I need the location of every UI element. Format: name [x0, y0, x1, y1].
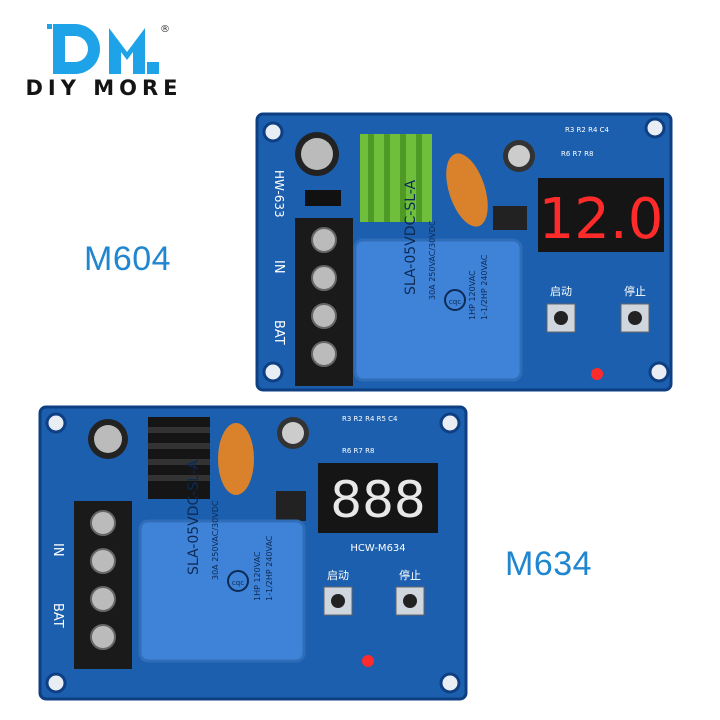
svg-text:停止: 停止 — [624, 284, 646, 298]
svg-text:30A 250VAC/30VDC: 30A 250VAC/30VDC — [428, 220, 437, 300]
model-label-m634: M634 — [505, 545, 593, 583]
svg-text:停止: 停止 — [399, 568, 421, 582]
svg-text:IN: IN — [271, 260, 286, 274]
display-value-m634: 888 — [330, 471, 425, 529]
registered-mark: ® — [160, 24, 170, 35]
svg-text:R6 R7 R8: R6 R7 R8 — [342, 447, 374, 455]
board-silk: HW-633 — [272, 170, 286, 218]
svg-text:SLA-05VDC-SL-A: SLA-05VDC-SL-A — [403, 179, 419, 295]
display-value: 12.0 — [539, 187, 664, 252]
board-silk-m634: HCW-M634 — [350, 543, 405, 554]
model-label-m604: M604 — [84, 240, 172, 278]
svg-text:R3 R2 R4 R5 C4: R3 R2 R4 R5 C4 — [342, 415, 398, 423]
board-m604: HW-633 12.0 R3 R2 R4 C4 R6 R7 R8 IN BAT … — [255, 112, 673, 392]
svg-text:1HP 120VAC: 1HP 120VAC — [253, 551, 262, 601]
svg-text:R3 R2 R4 C4: R3 R2 R4 C4 — [565, 126, 610, 134]
svg-text:cqc: cqc — [232, 579, 244, 587]
svg-text:R6 R7 R8: R6 R7 R8 — [561, 150, 593, 158]
svg-text:1HP 120VAC: 1HP 120VAC — [468, 270, 477, 320]
svg-text:BAT: BAT — [50, 603, 65, 628]
svg-text:SLA-05VDC-SL-A: SLA-05VDC-SL-A — [186, 459, 202, 575]
svg-text:cqc: cqc — [449, 298, 461, 306]
svg-text:启动: 启动 — [550, 285, 572, 298]
board-m634: 888 HCW-M634 R3 R2 R4 R5 C4 R6 R7 R8 IN … — [38, 405, 468, 701]
svg-text:30A 250VAC/30VDC: 30A 250VAC/30VDC — [211, 500, 220, 580]
svg-text:1-1/2HP 240VAC: 1-1/2HP 240VAC — [480, 254, 489, 320]
svg-text:IN: IN — [50, 543, 65, 557]
brand-name: DIY MORE — [25, 76, 183, 100]
svg-text:启动: 启动 — [327, 569, 349, 582]
diymore-logo-mark — [47, 24, 159, 74]
svg-text:BAT: BAT — [271, 320, 286, 345]
svg-text:1-1/2HP 240VAC: 1-1/2HP 240VAC — [265, 535, 274, 601]
